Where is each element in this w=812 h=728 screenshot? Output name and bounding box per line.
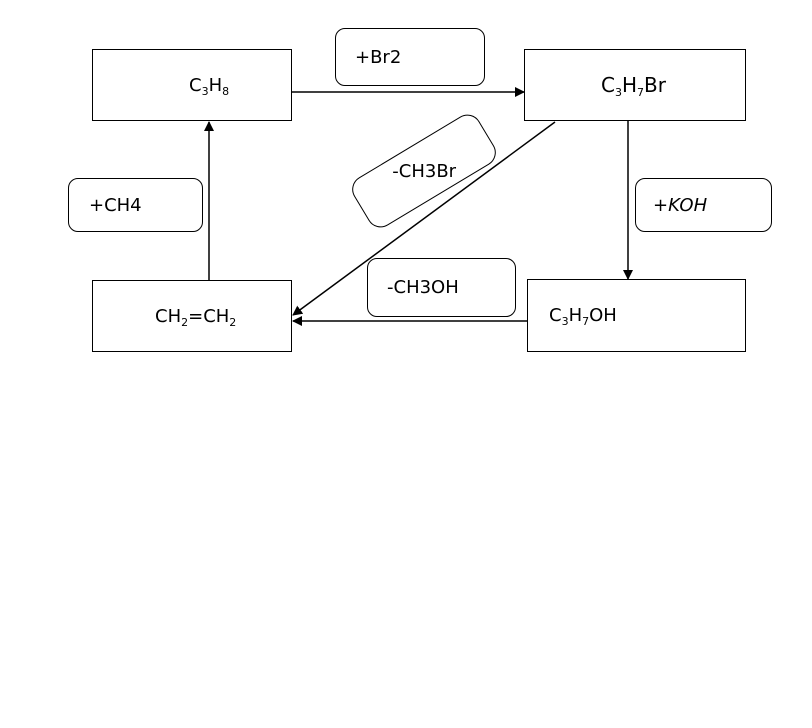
reagent-ch3oh: -CH3OH: [367, 258, 516, 317]
propane-formula: C3H8: [189, 74, 230, 98]
reagent-ch4-text: +CH4: [89, 194, 142, 216]
node-propane: C3H8: [92, 49, 292, 121]
reagent-ch3oh-text: -CH3OH: [387, 277, 459, 298]
ethene-formula: CH2=CH2: [155, 305, 237, 329]
reagent-br2-text: +Br2: [355, 46, 402, 68]
reagent-ch3br-text: -CH3Br: [392, 160, 456, 182]
node-propanol: C3H7OH: [527, 279, 746, 352]
arrow-bromopropane-to-ethene: [292, 121, 556, 316]
bromopropane-formula: C3H7Br: [601, 73, 666, 99]
reagent-koh: +KOH: [635, 178, 772, 232]
node-ethene: CH2=CH2: [92, 280, 292, 352]
reagent-ch4: +CH4: [68, 178, 203, 232]
node-bromopropane: C3H7Br: [524, 49, 746, 121]
propanol-formula: C3H7OH: [549, 305, 617, 328]
reagent-koh-text: +KOH: [653, 194, 708, 216]
reagent-br2: +Br2: [335, 28, 485, 86]
